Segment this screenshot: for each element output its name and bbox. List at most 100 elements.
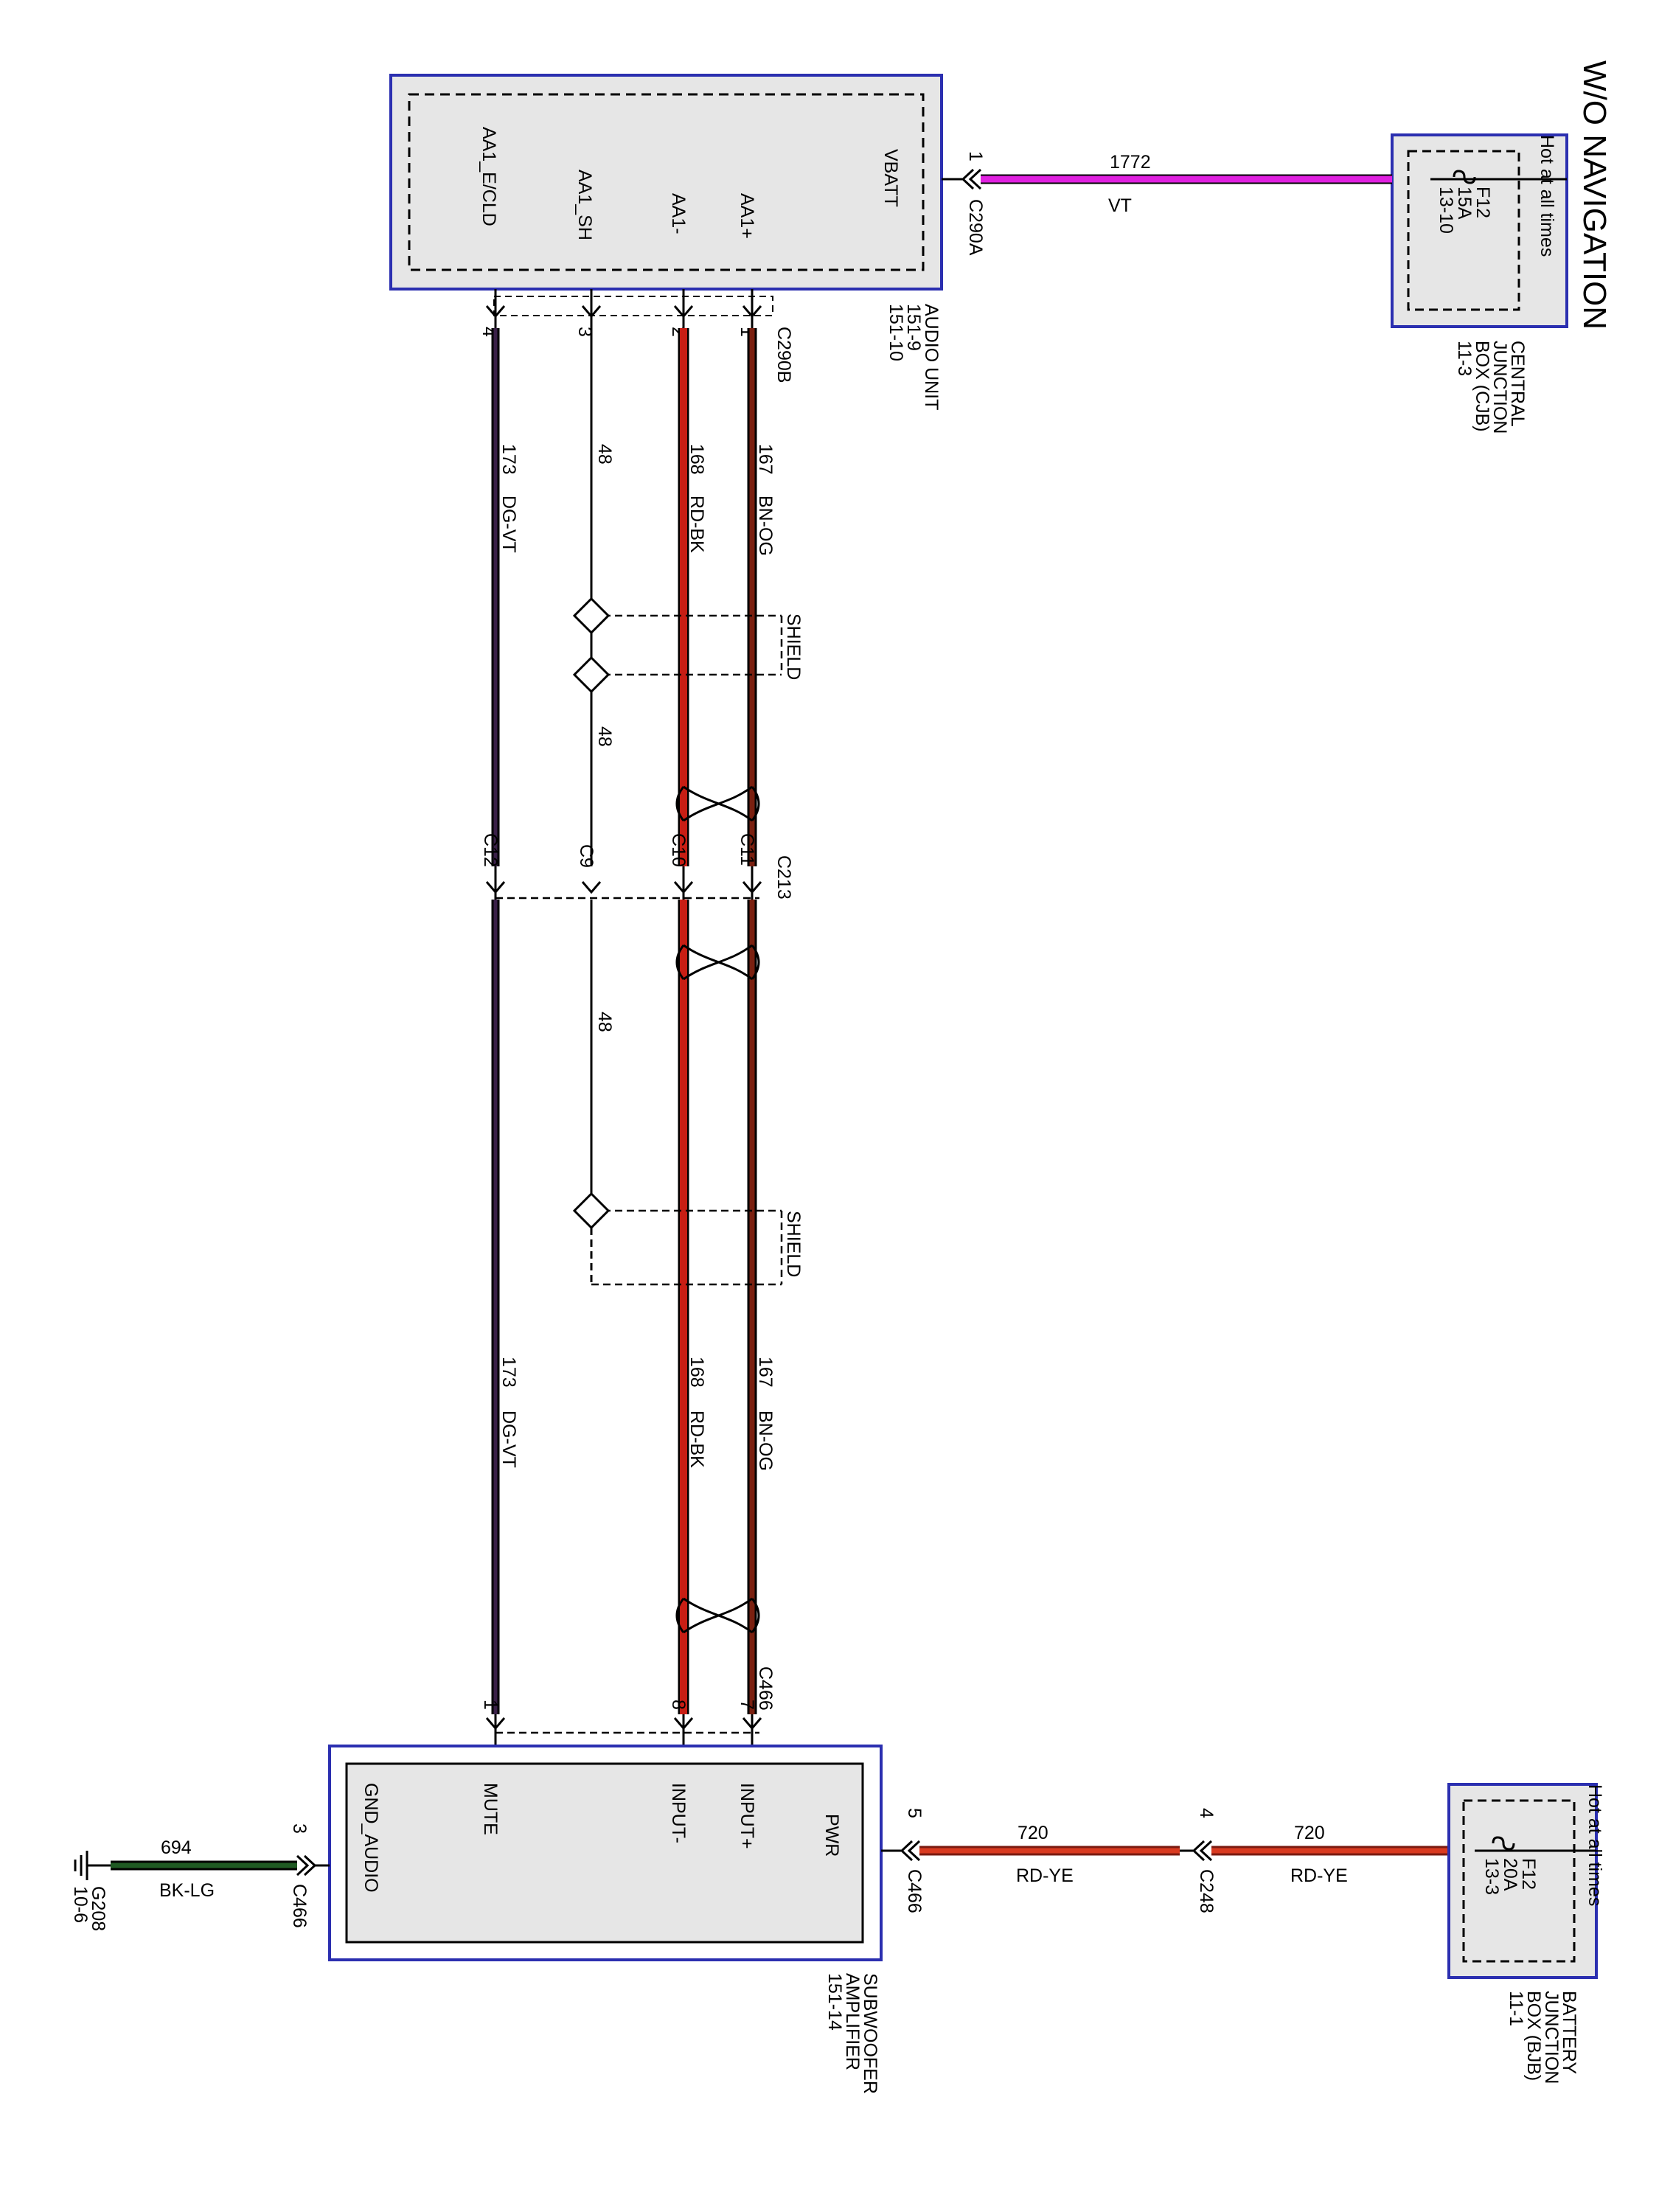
- pin-aa1-ecld: AA1_E/CLD: [479, 127, 499, 226]
- c466-label-top: C466: [755, 1666, 776, 1711]
- bjb-name-line3: BOX (BJB): [1523, 1991, 1544, 2081]
- wire-720-color-b: RD-YE: [1290, 1865, 1348, 1886]
- c213-pin-c9: C9: [576, 844, 597, 868]
- wire-720-circuit-a: 720: [1018, 1823, 1048, 1843]
- connector-chevron-icon: [1199, 1840, 1213, 1862]
- label-bn-og-upper: BN-OG: [755, 495, 776, 556]
- c290b-connector-outline: [493, 296, 773, 316]
- fuse-icon: [1492, 1836, 1515, 1851]
- audio-unit-ref2: 151-10: [886, 304, 906, 361]
- wire-1772: 1772 VT: [942, 152, 1392, 216]
- c213-pin-c10: C10: [668, 833, 689, 867]
- label-48-mid: 48: [594, 726, 615, 747]
- pin-aa1-pos: AA1+: [737, 193, 757, 239]
- connector-chevron-icon: [1192, 1840, 1206, 1862]
- connector-c213: C213 C11 C10 C9 C12: [480, 833, 794, 900]
- bjb-fuse-page: 13-3: [1481, 1858, 1502, 1895]
- pin-num-3-gnd: 3: [289, 1823, 310, 1834]
- pin-input-pos: INPUT+: [737, 1783, 757, 1849]
- label-168-lower: 168: [686, 1357, 707, 1388]
- upper-shield: SHIELD: [572, 597, 804, 694]
- connector-chevron-icon: [742, 881, 762, 894]
- label-173-upper: 173: [498, 444, 519, 475]
- conn-c290b: C290B: [773, 327, 794, 383]
- diagram-title: W/O NAVIGATION: [1576, 60, 1613, 330]
- c213-label: C213: [773, 855, 794, 900]
- connector-chevron-icon: [968, 168, 982, 190]
- connector-chevron-icon: [907, 1840, 921, 1862]
- sub-amp-ref: 151-14: [824, 1973, 845, 2031]
- fuse-icon: [1453, 170, 1476, 184]
- label-rd-bk-lower: RD-BK: [686, 1411, 707, 1468]
- conn-c290a: C290A: [965, 199, 986, 256]
- shield-splice-icon: [572, 655, 611, 694]
- twisted-pair-icon: [683, 944, 753, 981]
- bjb-fuse-rating: 20A: [1500, 1858, 1520, 1891]
- bjb-name-line4: 11-1: [1506, 1991, 1526, 2026]
- twisted-pair-icon: [675, 945, 760, 980]
- pin-num-7: 7: [737, 1700, 757, 1710]
- cjb-fuse-page: 13-10: [1436, 187, 1456, 234]
- pin-aa1-neg: AA1-: [668, 193, 689, 234]
- cjb-name-line1: CENTRAL: [1507, 341, 1528, 427]
- connector-chevron-icon: [673, 881, 694, 894]
- bjb-fuse-label: F12: [1518, 1858, 1539, 1890]
- connector-chevron-icon: [485, 881, 506, 894]
- audio-unit-inner-dashed: [408, 93, 925, 271]
- cjb-outline: [1391, 133, 1568, 328]
- bjb-name-line2: JUNCTION: [1541, 1991, 1562, 2084]
- wire-720: 5 C466 720 RD-YE 4 C248 720 RD-YE: [881, 1808, 1449, 1913]
- wire-1772-color: VT: [1108, 195, 1132, 216]
- pin-input-neg: INPUT-: [668, 1783, 689, 1843]
- wire-694-circuit: 694: [161, 1837, 192, 1858]
- connector-chevron-icon: [900, 1840, 914, 1862]
- wire-1772-circuit: 1772: [1110, 152, 1151, 173]
- c213-pin-c12: C12: [480, 833, 501, 867]
- label-168-upper: 168: [686, 444, 707, 475]
- audio-unit-ref1: 151-9: [903, 304, 924, 351]
- connector-chevron-icon: [303, 1854, 317, 1877]
- label-dg-vt-lower: DG-VT: [498, 1411, 519, 1468]
- twisted-pair-icon: [683, 1597, 753, 1634]
- connector-chevron-icon: [961, 168, 975, 190]
- wire-720-color-a: RD-YE: [1016, 1865, 1074, 1886]
- connector-chevron-icon: [296, 1854, 310, 1877]
- sub-amp-name2: AMPLIFIER: [842, 1973, 863, 2070]
- cjb-name-line4: 11-3: [1454, 341, 1475, 376]
- pin-num-1-mute: 1: [480, 1700, 501, 1710]
- label-48-upper: 48: [594, 444, 615, 465]
- pin-num-5: 5: [904, 1808, 925, 1818]
- audio-unit-name: AUDIO UNIT: [921, 304, 942, 410]
- cjb-inner-dashed: [1407, 150, 1520, 311]
- ground-name: G208: [88, 1886, 108, 1931]
- cjb-name-line3: BOX (CJB): [1472, 341, 1492, 432]
- lower-shield: SHIELD: [572, 1192, 804, 1286]
- shield-label-lower: SHIELD: [783, 1211, 804, 1277]
- c248-pin: 4: [1196, 1808, 1217, 1818]
- c213-pin-c11: C11: [737, 833, 757, 866]
- pin-vbatt: VBATT: [880, 149, 901, 207]
- vbatt-pin-num: 1: [965, 151, 986, 161]
- bjb-hot-label: Hot at all times: [1585, 1784, 1605, 1906]
- shield-splice-icon: [572, 1192, 611, 1230]
- label-173-lower: 173: [498, 1357, 519, 1388]
- shield-splice-icon: [572, 597, 611, 635]
- twisted-pair-icon: [675, 786, 760, 821]
- label-dg-vt-upper: DG-VT: [498, 495, 519, 553]
- pin-gnd-audio: GND_AUDIO: [361, 1783, 381, 1893]
- twist-markers: [675, 785, 760, 1634]
- sub-amp-inner: [345, 1762, 864, 1944]
- subwoofer-amplifier: PWR INPUT+ INPUT- MUTE GND_AUDIO SUBWOOF…: [328, 1745, 883, 2094]
- central-junction-box: Hot at all times F12 15A 13-10 CENTRAL J…: [1391, 133, 1568, 434]
- twisted-pair-icon: [683, 785, 753, 822]
- bjb-inner-dashed: [1462, 1799, 1576, 1963]
- pin-aa1-sh: AA1_SH: [574, 170, 595, 240]
- label-rd-bk-upper: RD-BK: [686, 495, 707, 553]
- ground-ref: 10-6: [70, 1886, 91, 1923]
- cjb-hot-label: Hot at all times: [1537, 135, 1557, 257]
- label-bn-og-lower: BN-OG: [755, 1411, 776, 1471]
- pin-pwr: PWR: [821, 1814, 842, 1857]
- connector-chevron-icon: [581, 881, 602, 894]
- c466-label-gnd: C466: [289, 1884, 310, 1928]
